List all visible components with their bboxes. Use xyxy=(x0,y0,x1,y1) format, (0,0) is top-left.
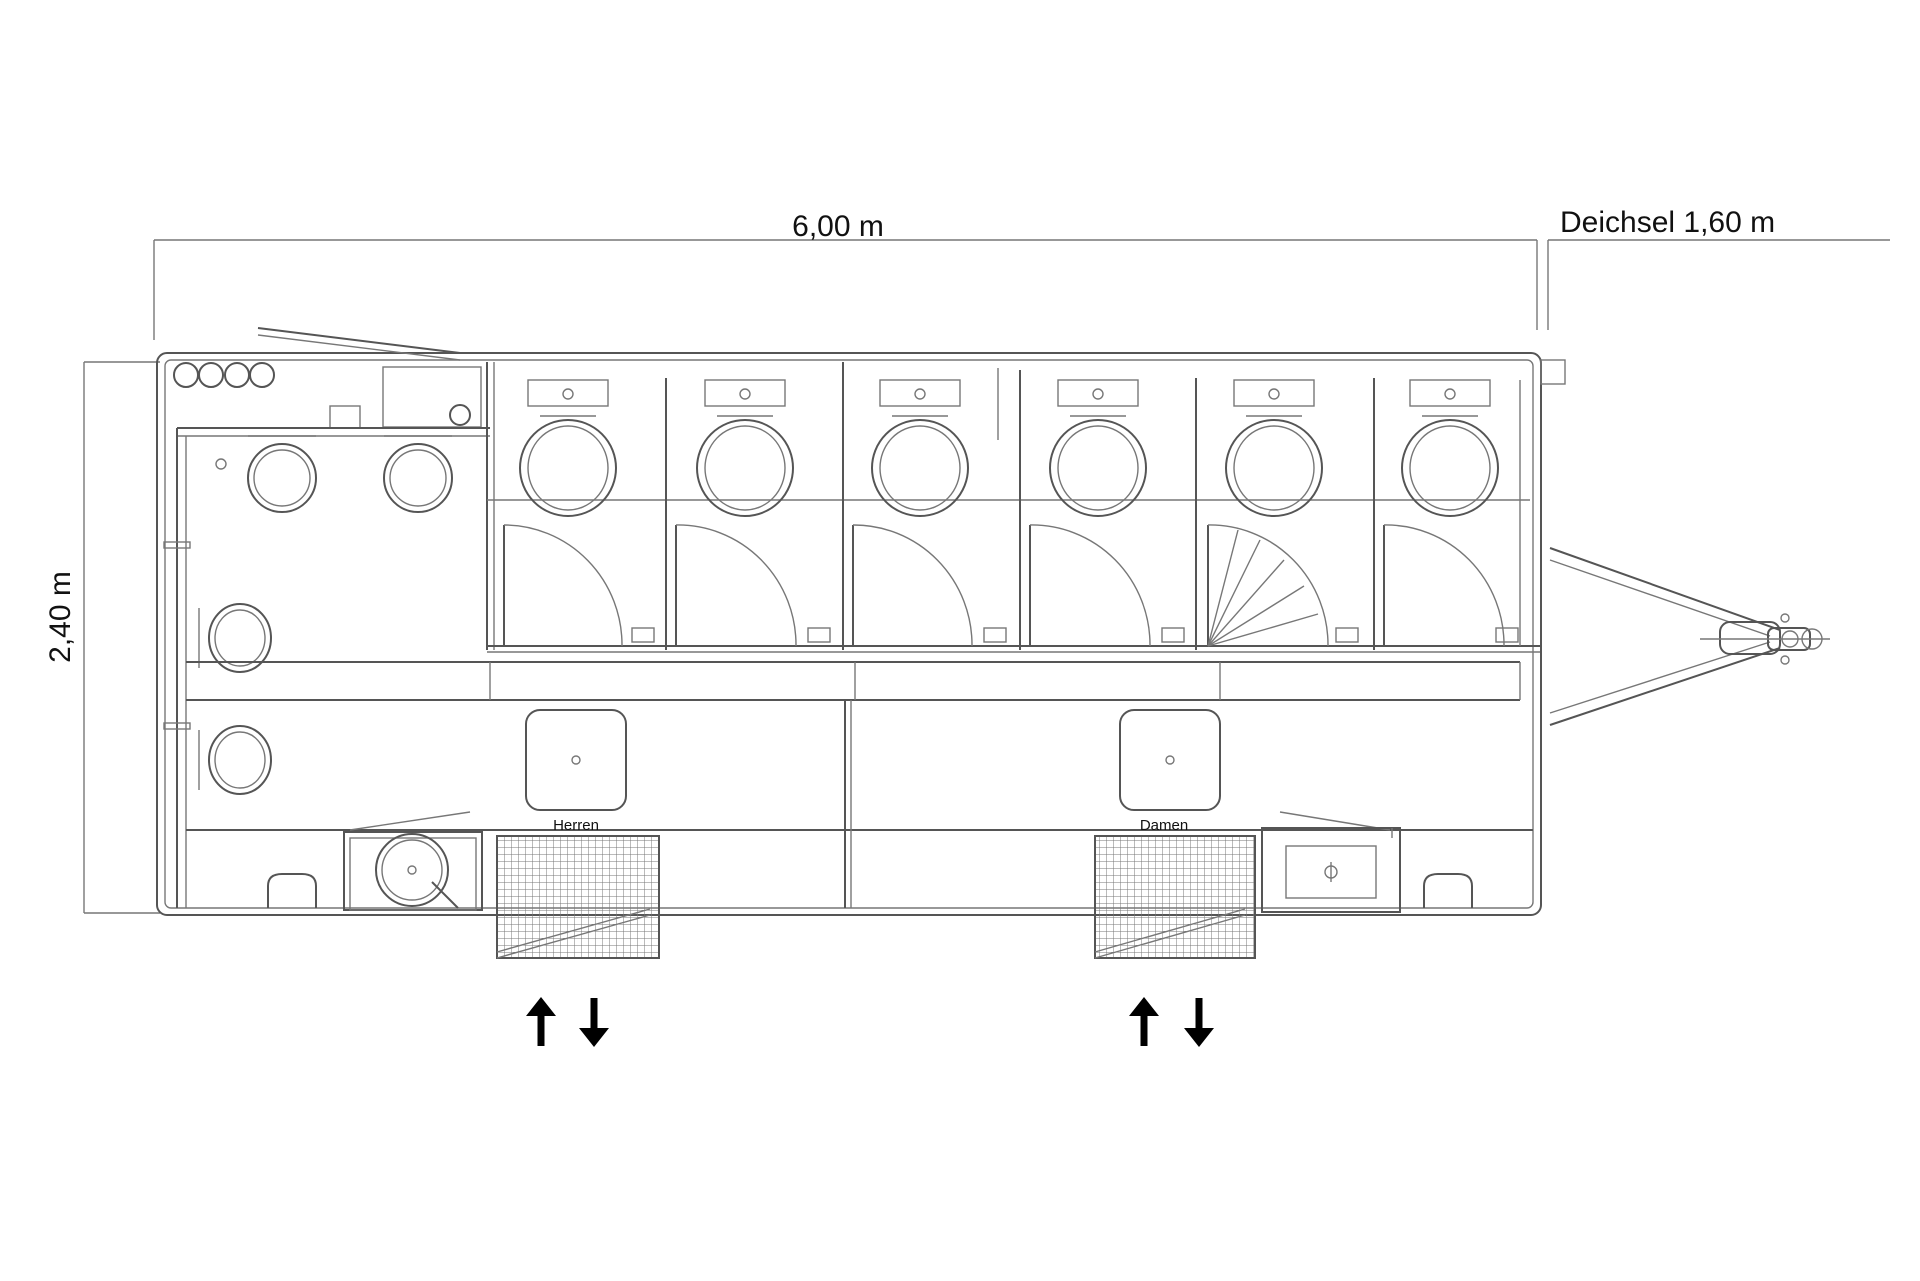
entrance-women: Damen xyxy=(1094,709,1473,959)
arrows-men xyxy=(526,997,609,1047)
entrance-men: Herren xyxy=(267,709,660,959)
cabin-2 xyxy=(675,362,844,650)
urinal-room xyxy=(163,427,490,908)
urinal-4 xyxy=(198,725,272,795)
room-label-men: Herren xyxy=(553,817,599,834)
drawbar-label: Deichsel 1,60 m xyxy=(1560,206,1775,239)
cabin-5 xyxy=(1207,378,1375,650)
cabin-6 xyxy=(1383,379,1521,647)
corridor xyxy=(186,661,1533,908)
length-label: 6,00 m xyxy=(792,210,884,243)
trailer-body xyxy=(156,327,1566,916)
width-label: 2,40 m xyxy=(44,571,77,663)
arrows-women xyxy=(1129,997,1214,1047)
urinal-3 xyxy=(198,603,272,673)
urinal-1 xyxy=(247,435,317,513)
toilet-cabins xyxy=(486,362,1540,653)
dimension-drawbar: Deichsel 1,60 m xyxy=(1547,206,1890,330)
dimension-length: 6,00 m xyxy=(153,210,1538,340)
urinal-2 xyxy=(383,435,453,513)
drawbar xyxy=(1549,547,1830,726)
cabin-1 xyxy=(503,378,667,650)
cabin-4 xyxy=(1029,378,1197,650)
room-label-women: Damen xyxy=(1140,817,1188,834)
dimension-width: 2,40 m xyxy=(44,361,160,914)
cabin-3 xyxy=(852,368,1021,650)
